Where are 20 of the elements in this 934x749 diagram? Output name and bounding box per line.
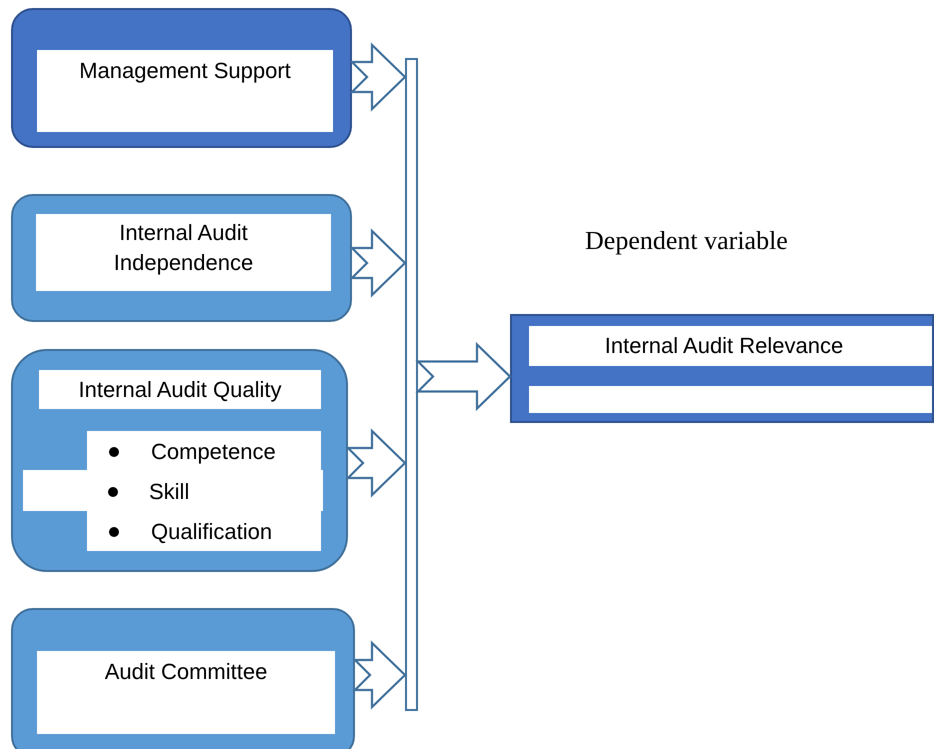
list-item: Qualification xyxy=(151,518,272,546)
block-arrow xyxy=(415,342,512,412)
block-arrow xyxy=(349,228,407,298)
rounded-box xyxy=(11,194,352,322)
block-arrow xyxy=(349,42,407,112)
block-arrow xyxy=(345,428,407,498)
rounded-box xyxy=(11,608,355,749)
node-label: Management Support xyxy=(37,50,333,132)
rounded-box xyxy=(11,8,352,148)
rounded-box xyxy=(11,349,348,572)
block-arrow xyxy=(352,640,407,710)
node-label: Internal Audit Independence xyxy=(36,214,331,291)
node-label: Audit Committee xyxy=(37,651,335,734)
vertical-bar xyxy=(405,58,418,711)
node-heading: Internal Audit Quality xyxy=(39,370,321,409)
node-label: Internal Audit Relevance xyxy=(529,326,932,366)
rounded-box xyxy=(510,314,934,423)
heading-label: Dependent variable xyxy=(585,226,788,256)
list-item: Skill xyxy=(149,478,190,506)
list-item: Competence xyxy=(151,438,276,466)
